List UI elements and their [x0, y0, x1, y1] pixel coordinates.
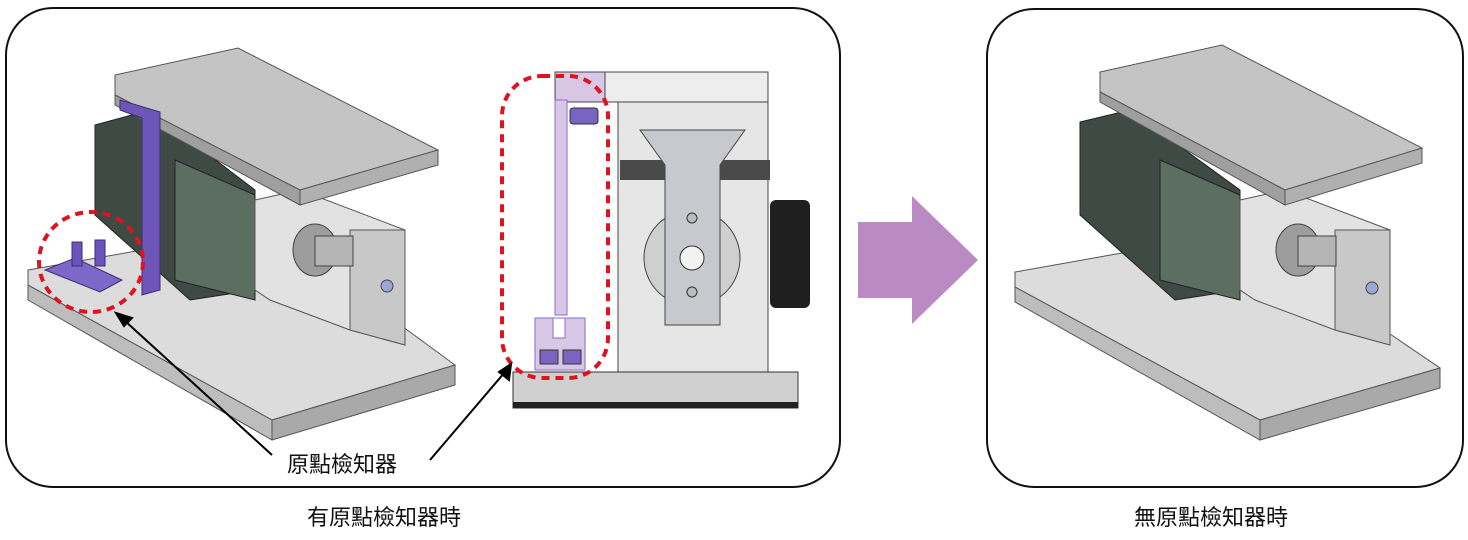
caption-without-sensor: 無原點檢知器時	[1134, 506, 1289, 531]
sensor-marker-circle	[37, 210, 145, 314]
sensor-marker-rounded-rect	[500, 74, 610, 380]
actuator-illustration-without-sensor	[1014, 44, 1442, 441]
caption-with-sensor: 有原點檢知器時	[307, 506, 462, 531]
callout-arrows	[113, 311, 513, 461]
transition-arrow	[858, 196, 978, 324]
front-view-illustration	[500, 71, 810, 409]
sensor-callout-label: 原點檢知器	[283, 447, 402, 479]
actuator-illustration-with-sensor	[27, 47, 457, 441]
